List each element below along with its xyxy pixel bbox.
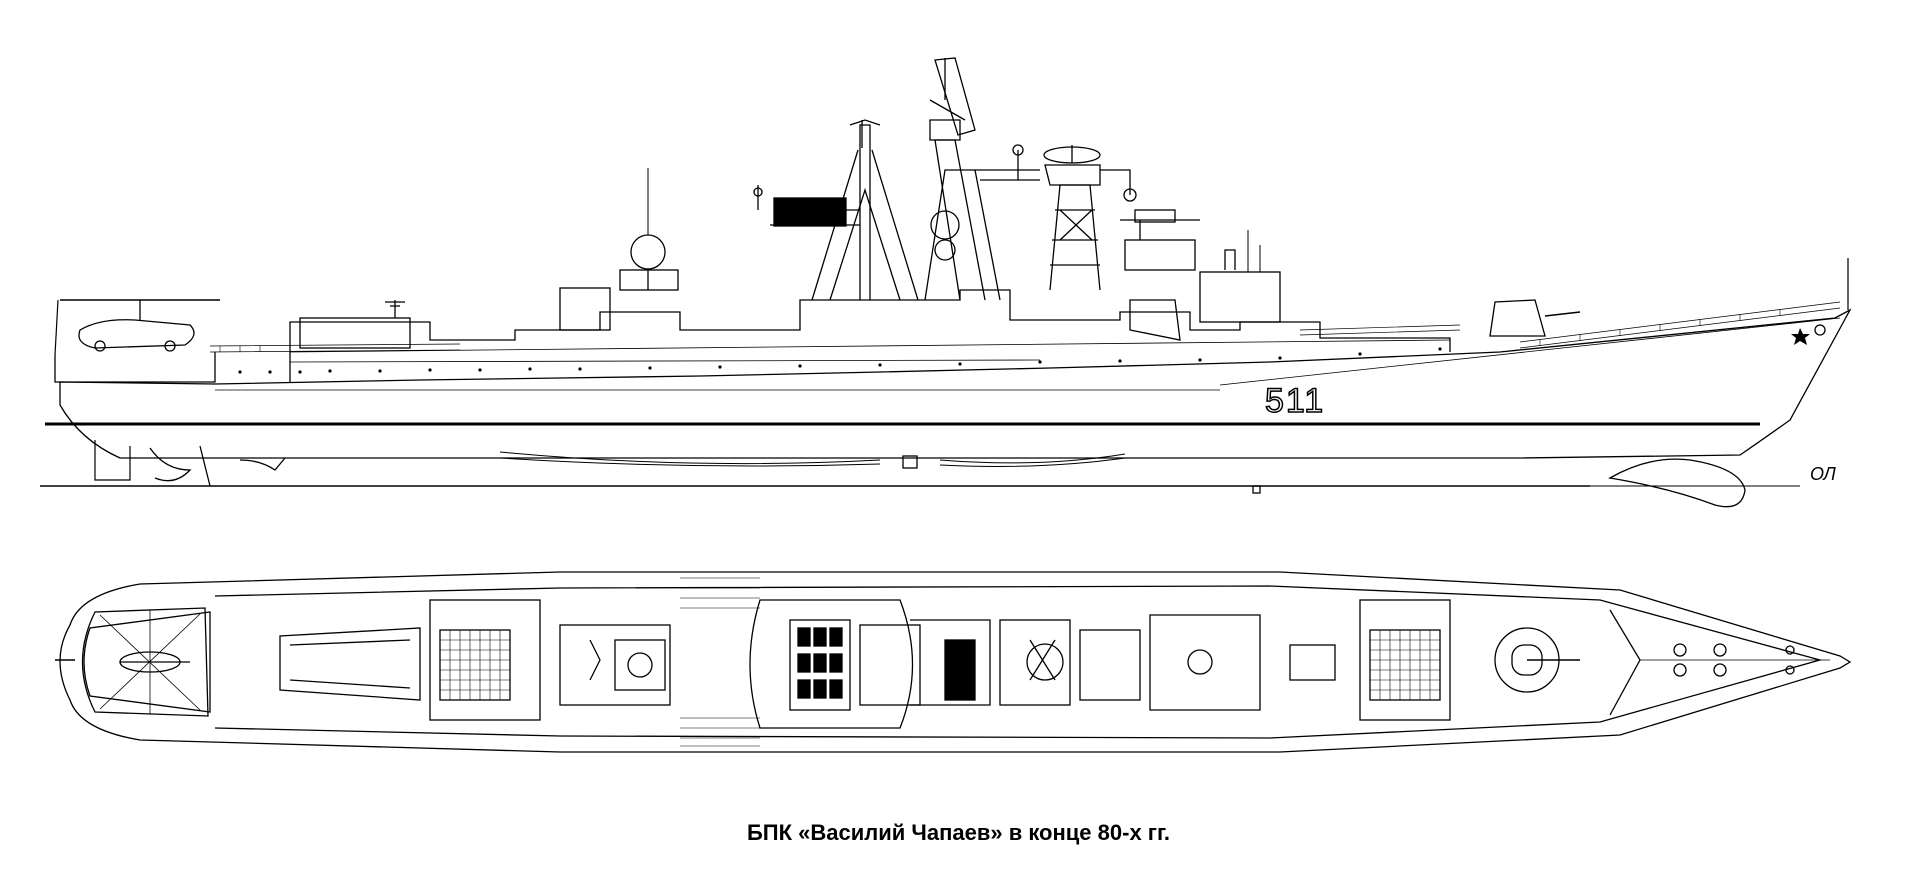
stack-grid <box>789 619 851 711</box>
bow-gun-turret <box>1489 299 1581 337</box>
deck-outline <box>59 571 1852 753</box>
side-elevation: 511 ОЛ <box>40 57 1852 508</box>
hull-outline <box>59 308 1852 459</box>
hull-number: 511 <box>1265 382 1325 420</box>
helicopter <box>60 299 220 352</box>
main-mast <box>753 119 919 301</box>
launcher-grid-fwd <box>1359 599 1451 721</box>
launcher-grid-aft <box>439 629 511 701</box>
forward-superstructure <box>1120 209 1281 341</box>
drawing-caption: БПК «Василий Чапаев» в конце 80-х гг. <box>746 820 1171 845</box>
radar-antenna <box>934 57 976 136</box>
superstructure <box>289 289 1451 382</box>
radar-tower <box>1043 145 1137 291</box>
portholes <box>238 347 1442 374</box>
waterline-label: ОЛ <box>1810 464 1836 484</box>
fore-mast <box>924 57 1040 301</box>
bow-turret-plan <box>1494 627 1580 693</box>
helipad <box>55 607 209 717</box>
plan-view <box>55 571 1852 753</box>
